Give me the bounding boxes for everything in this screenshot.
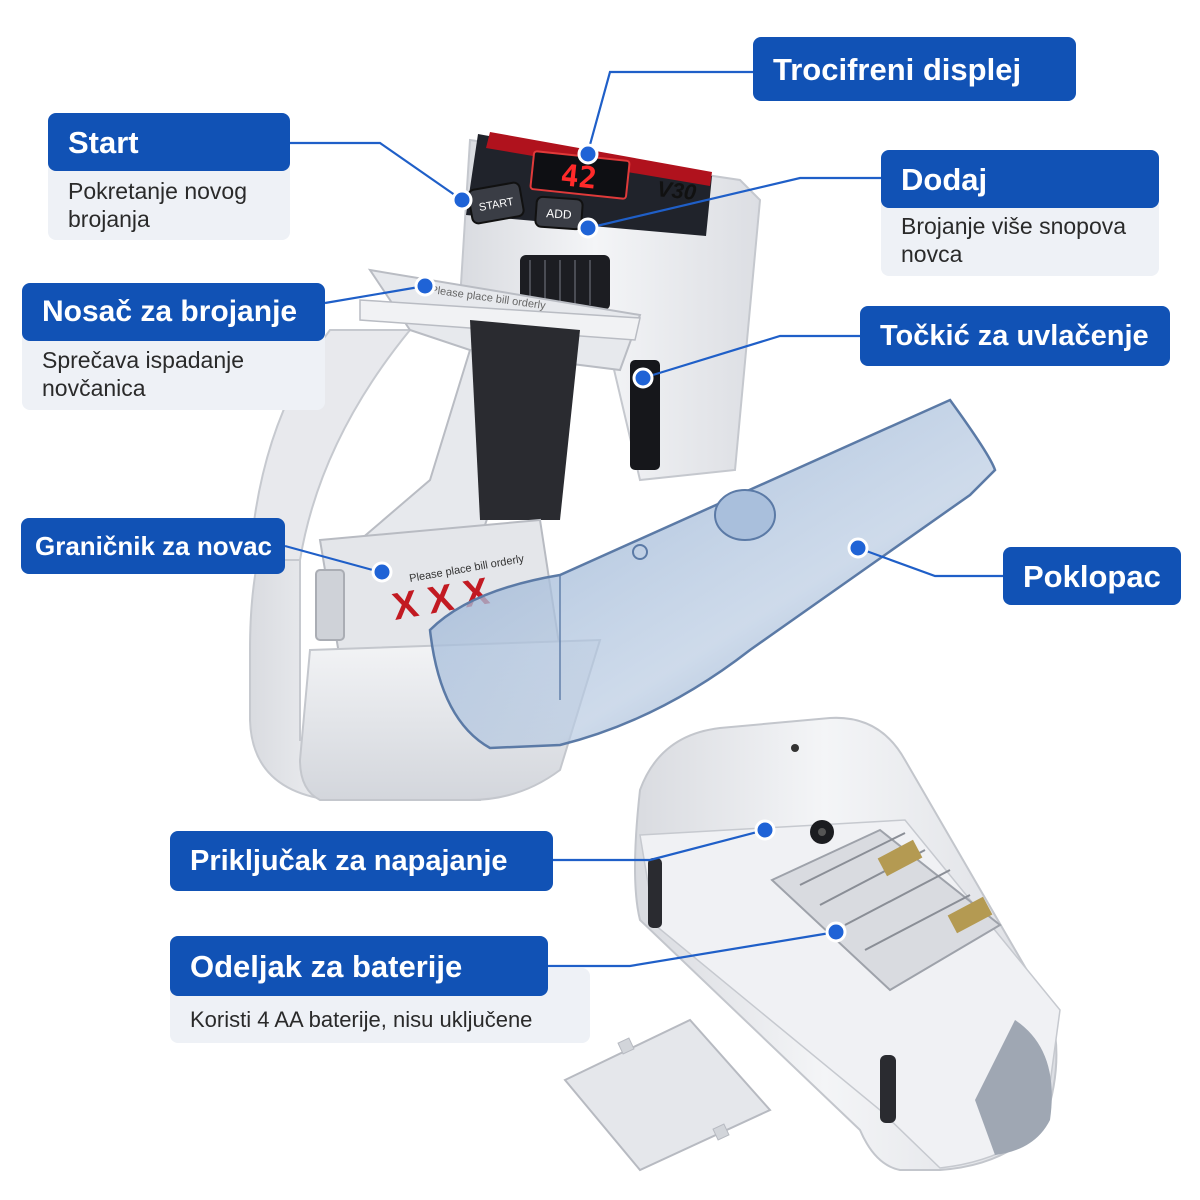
battery-compartment bbox=[770, 828, 1002, 992]
callout-stopper-title: Graničnik za novac bbox=[21, 518, 285, 574]
rear-unit bbox=[634, 716, 1061, 1171]
start-key[interactable]: START bbox=[467, 181, 525, 225]
display-digits: 42 bbox=[559, 158, 599, 197]
model-label: V30 bbox=[656, 176, 698, 205]
callout-add-title: Dodaj bbox=[881, 150, 1159, 208]
callout-feed-wheel-title: Točkić za uvlačenje bbox=[860, 306, 1170, 366]
callout-start-title: Start bbox=[48, 113, 290, 171]
callout-power-port-title: Priključak za napajanje bbox=[170, 831, 553, 891]
callout-bracket-title: Nosač za brojanje bbox=[22, 283, 325, 341]
callout-display-title: Trocifreni displej bbox=[753, 37, 1076, 101]
transparent-cover[interactable] bbox=[428, 398, 997, 750]
add-key-label: ADD bbox=[546, 206, 573, 222]
add-key[interactable]: ADD bbox=[534, 195, 584, 231]
feed-wheel bbox=[520, 255, 660, 470]
leader-lines bbox=[284, 70, 1003, 968]
battery-lid bbox=[563, 1018, 772, 1172]
callout-cover-title: Poklopac bbox=[1003, 547, 1181, 605]
callout-battery-title: Odeljak za baterije bbox=[170, 936, 548, 996]
